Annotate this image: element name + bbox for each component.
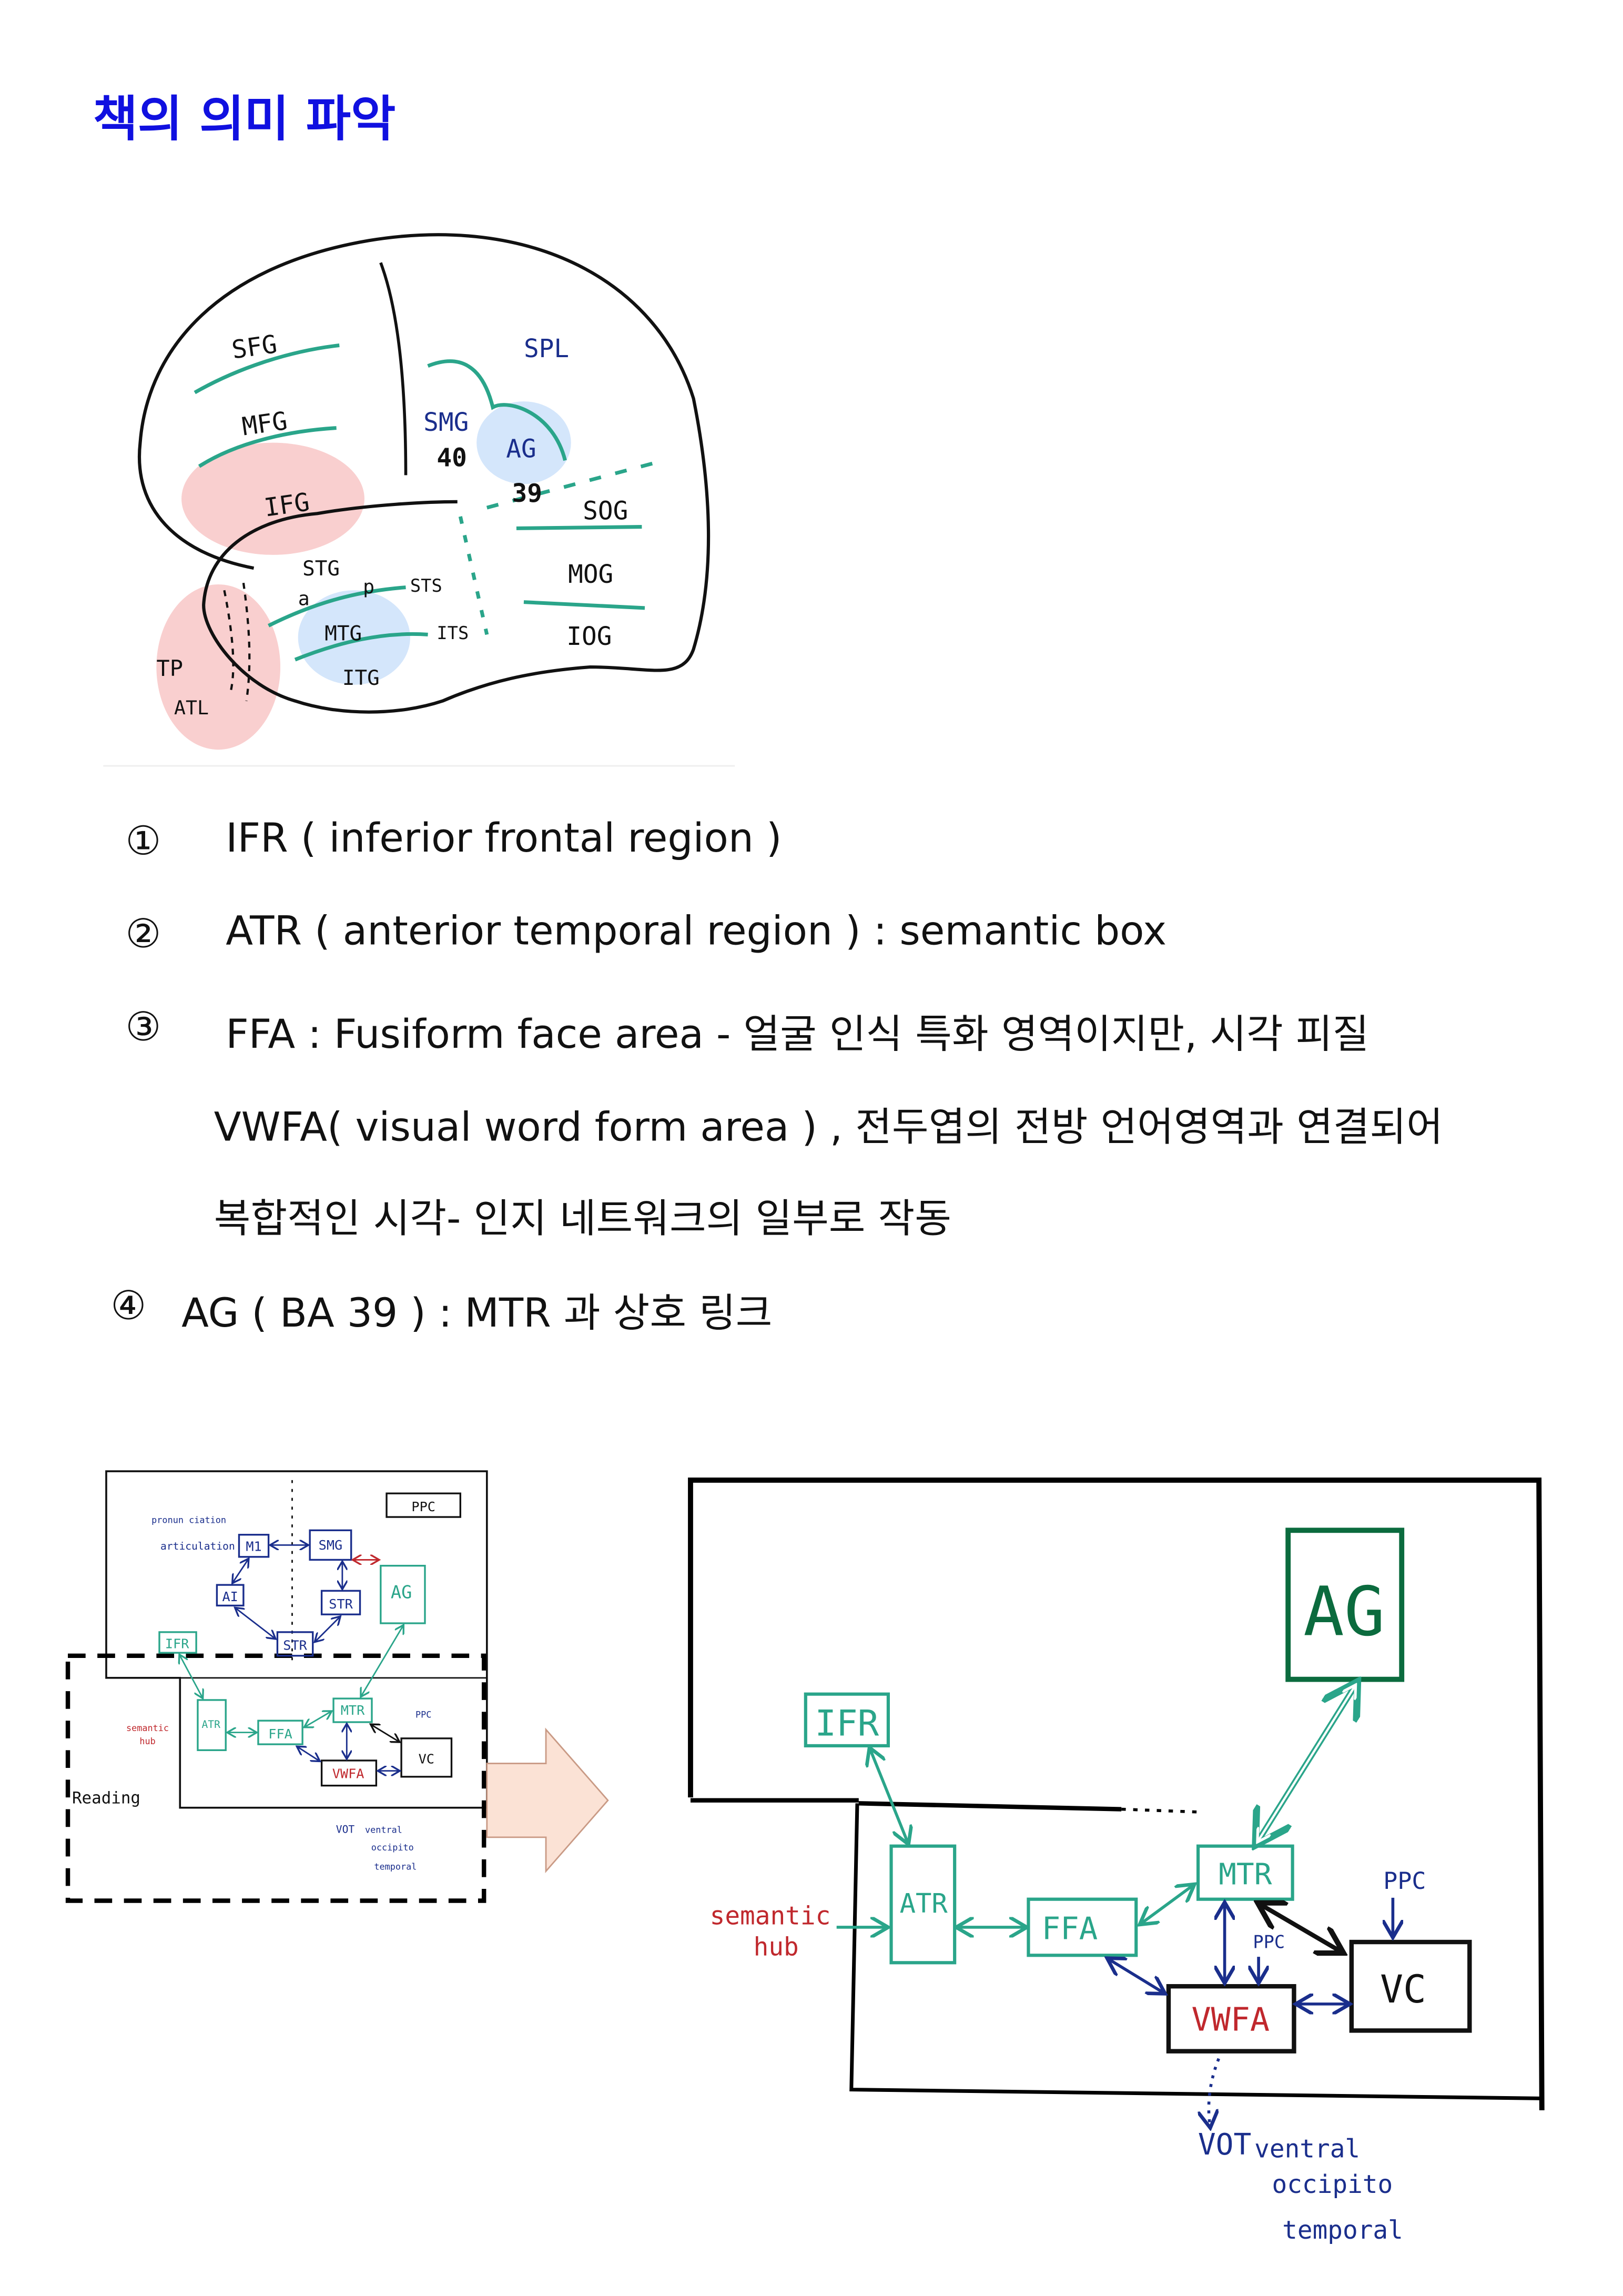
label-ppc-small: PPC xyxy=(1253,1931,1285,1952)
node-vwfa: VWFA xyxy=(1191,2000,1270,2038)
label-hub: hub xyxy=(754,1933,799,1961)
label-semantic: semantic xyxy=(710,1901,831,1930)
list-item-ffa: FFA : Fusiform face area - 얼굴 인식 특화 영역이지… xyxy=(226,1012,1370,1058)
label-temporal: temporal xyxy=(1282,2216,1403,2245)
node-ffa: FFA xyxy=(268,1726,292,1742)
node-ifr: IFR xyxy=(165,1636,189,1652)
label-stg: STG xyxy=(302,557,340,581)
node-atr: ATR xyxy=(201,1718,220,1731)
label-ppc: PPC xyxy=(415,1710,431,1720)
label-vot: VOT xyxy=(1198,2128,1251,2162)
reading-region-box xyxy=(65,1653,486,1903)
label-ventral: ventral xyxy=(365,1824,402,1835)
label-pronunciation: pronun ciation xyxy=(151,1514,226,1525)
list-item-ffa-cont-1: VWFA( visual word form area ) , 전두엽의 전방 … xyxy=(214,1105,1443,1151)
label-atl: ATL xyxy=(174,696,209,719)
node-vc: VC xyxy=(419,1752,434,1767)
label-temporal: temporal xyxy=(374,1862,417,1872)
label-ppc: PPC xyxy=(1383,1867,1426,1895)
label-ifg: IFG xyxy=(262,488,311,522)
label-itg: ITG xyxy=(342,666,380,690)
label-hub: hub xyxy=(139,1736,155,1746)
atl-boundaries xyxy=(223,582,251,701)
node-vwfa: VWFA xyxy=(332,1766,364,1782)
node-str: STR xyxy=(329,1596,353,1612)
node-str-lower: STR xyxy=(283,1638,307,1653)
label-smg: SMG xyxy=(423,408,469,437)
node-ifr-box xyxy=(804,1692,890,1747)
detail-diagram: AG IFR ATR FFA MTR VWFA VC PPC PPC seman… xyxy=(688,1478,1545,2245)
page-title: 책의 의미 파악 xyxy=(93,90,396,148)
label-p: p xyxy=(363,575,374,598)
node-mtr: MTR xyxy=(1219,1858,1272,1892)
label-sts: STS xyxy=(410,575,442,596)
node-ffa: FFA xyxy=(1042,1910,1098,1946)
node-smg: SMG xyxy=(319,1538,343,1553)
node-atr-box xyxy=(889,1844,957,1965)
overview-diagram: PPC M1 SMG AI STR STR AG IFR ATR FFA MTR… xyxy=(65,1470,488,1903)
list-item-atr: ATR ( anterior temporal region ) : seman… xyxy=(226,909,1167,955)
ag-highlight xyxy=(476,401,571,484)
node-ppc-box: PPC xyxy=(411,1499,435,1514)
list-marker: ③ xyxy=(125,1005,161,1051)
label-mfg: MFG xyxy=(240,407,289,441)
label-tp: TP xyxy=(156,655,183,681)
label-articulation: articulation xyxy=(160,1540,235,1552)
node-atr: ATR xyxy=(900,1888,948,1919)
label-its: ITS xyxy=(437,623,469,643)
label-ventral: ventral xyxy=(1254,2135,1360,2164)
node-ag: AG xyxy=(391,1582,412,1602)
label-vot: VOT xyxy=(336,1823,355,1835)
label-iog: IOG xyxy=(566,622,612,651)
label-mtg: MTG xyxy=(324,622,362,646)
label-occipito: occipito xyxy=(371,1842,414,1853)
node-vwfa-box xyxy=(1166,1984,1296,2054)
node-m1: M1 xyxy=(246,1539,261,1554)
list-item-ffa-cont-2: 복합적인 시각- 인지 네트워크의 일부로 작동 xyxy=(214,1197,951,1243)
label-ba39: 39 xyxy=(512,479,542,508)
label-sog: SOG xyxy=(583,497,628,526)
label-semantic: semantic xyxy=(126,1723,169,1733)
list-item-ag: AG ( BA 39 ) : MTR 과 상호 링크 xyxy=(181,1291,773,1337)
list-marker: ① xyxy=(125,819,161,865)
label-a: a xyxy=(298,587,310,610)
node-ag: AG xyxy=(1303,1572,1385,1651)
sulci xyxy=(194,343,665,662)
list-marker: ④ xyxy=(110,1283,147,1330)
label-mog: MOG xyxy=(568,560,613,589)
label-ag: AG xyxy=(506,435,536,464)
node-ifr: IFR xyxy=(815,1703,879,1744)
node-mtr-box xyxy=(1196,1844,1294,1901)
node-mtr: MTR xyxy=(341,1703,365,1718)
label-occipito: occipito xyxy=(1272,2170,1393,2199)
zoom-arrow xyxy=(486,1727,609,1874)
list-marker: ② xyxy=(125,912,161,958)
brain-outline xyxy=(138,233,711,714)
node-ai: AI xyxy=(222,1589,238,1604)
list-item-ifr: IFR ( inferior frontal region ) xyxy=(226,816,782,862)
label-spl: SPL xyxy=(524,335,569,363)
label-sfg: SFG xyxy=(230,330,279,365)
node-vc: VC xyxy=(1380,1967,1426,2012)
label-ba40: 40 xyxy=(437,444,466,473)
label-reading: Reading xyxy=(72,1788,140,1807)
central-sulcus xyxy=(379,262,408,476)
atl-highlight xyxy=(156,584,281,750)
ifg-highlight xyxy=(181,442,364,555)
node-vc-box xyxy=(1349,1939,1472,2033)
mtg-highlight xyxy=(298,590,410,685)
